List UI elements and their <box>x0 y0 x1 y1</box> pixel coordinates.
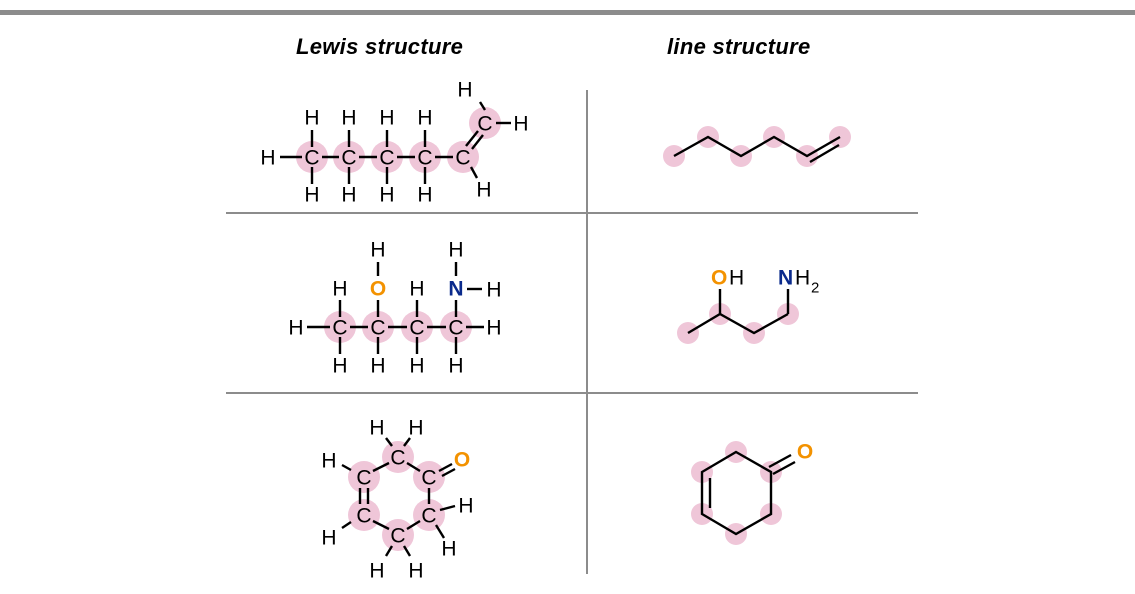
atom-h: H <box>379 184 394 207</box>
atom-h: H <box>486 317 501 340</box>
atom-c: C <box>370 317 385 340</box>
atom-h: H <box>486 279 501 302</box>
atom-h: H <box>409 355 424 378</box>
atom-oxygen: O <box>711 267 727 290</box>
carbon-chain <box>673 135 841 158</box>
atom-c: C <box>421 467 436 490</box>
atom-nitrogen: N <box>448 278 463 301</box>
bonds <box>307 262 484 354</box>
atom-h: H <box>341 107 356 130</box>
atom-h: H <box>448 355 463 378</box>
table-grid <box>226 90 918 574</box>
atom-h: H <box>288 317 303 340</box>
bonds <box>341 437 456 557</box>
atom-h: H <box>304 107 319 130</box>
carbon-highlights <box>348 441 445 551</box>
carbon-highlights <box>296 107 501 173</box>
atom-h: H <box>457 79 472 102</box>
atom-h: H <box>513 113 528 136</box>
atom-h: H <box>260 147 275 170</box>
atom-c: C <box>455 147 470 170</box>
atom-h: H <box>321 450 336 473</box>
atom-nitrogen: N <box>778 267 793 290</box>
atom-c: C <box>390 525 405 548</box>
atom-c: C <box>341 147 356 170</box>
atom-h: H <box>332 278 347 301</box>
atom-h: H <box>332 355 347 378</box>
atom-oxygen: O <box>454 449 470 472</box>
double-bond <box>809 143 840 164</box>
atom-h: H <box>304 184 319 207</box>
top-rule <box>0 10 1135 15</box>
atom-c: C <box>417 147 432 170</box>
lewis-cyclohexenone: C C C C C C H H H H H H H H O <box>321 417 473 583</box>
atom-h: H <box>341 184 356 207</box>
atom-h: H <box>379 107 394 130</box>
atom-h: H <box>408 417 423 440</box>
carbonyl-bond-a <box>768 453 792 469</box>
lewis-hexene: H C C C C C C H H H H H H H H H H H <box>260 79 528 207</box>
atom-c: C <box>332 317 347 340</box>
atom-h: H <box>370 355 385 378</box>
atom-h: H <box>441 538 456 561</box>
atom-h: H <box>458 495 473 518</box>
atom-h: H <box>409 278 424 301</box>
atom-c: C <box>304 147 319 170</box>
atom-oxygen: O <box>370 278 386 301</box>
atom-c: C <box>379 147 394 170</box>
atom-h: H <box>369 560 384 583</box>
lewis-aminobutanol: H C C C C H H H H H H H H H H O N <box>288 239 501 378</box>
atom-c: C <box>390 447 405 470</box>
amine-subscript: 2 <box>811 280 819 297</box>
atom-c: C <box>356 505 371 528</box>
atom-oxygen: O <box>797 441 813 464</box>
amine-h: H <box>795 267 810 290</box>
atom-c: C <box>409 317 424 340</box>
lewis-structure-header: Lewis structure <box>296 34 464 59</box>
hydroxyl-h: H <box>729 267 744 290</box>
atom-h: H <box>417 107 432 130</box>
line-hexene <box>663 126 851 167</box>
atom-h: H <box>417 184 432 207</box>
atom-c: C <box>448 317 463 340</box>
atom-c: C <box>356 467 371 490</box>
atom-h: H <box>448 239 463 262</box>
atom-h: H <box>408 560 423 583</box>
atom-c: C <box>477 113 492 136</box>
carbonyl-bond-b <box>772 460 796 476</box>
carbon-chain <box>687 312 789 335</box>
line-aminobutanol: O H N H 2 <box>677 267 819 344</box>
bonds <box>280 101 511 184</box>
atom-h: H <box>476 179 491 202</box>
atom-c: C <box>421 505 436 528</box>
line-structure-header: line structure <box>667 34 811 59</box>
carbon-highlights <box>691 441 782 545</box>
line-cyclohexenone: O <box>691 441 813 545</box>
ring <box>700 450 773 536</box>
atom-h: H <box>369 417 384 440</box>
carbon-highlights <box>324 311 472 343</box>
atom-h: H <box>321 527 336 550</box>
atom-h: H <box>370 239 385 262</box>
